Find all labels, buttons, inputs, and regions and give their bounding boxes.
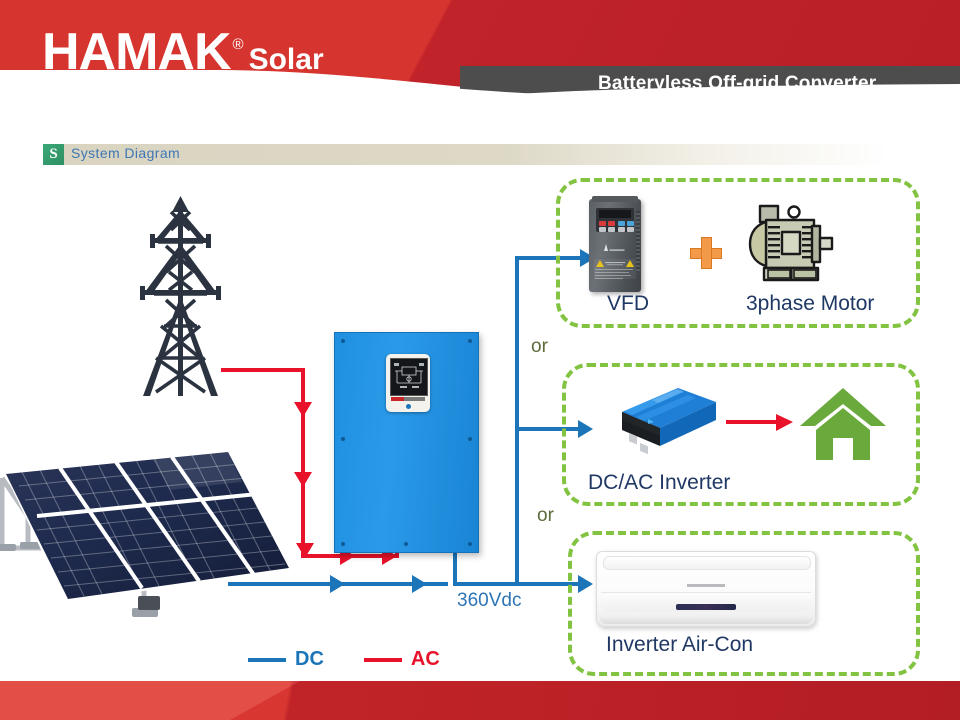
or-label-top: or — [531, 336, 548, 357]
ac-wire-top-horizontal — [221, 368, 305, 372]
brand-logo: HAMAK ® Solar — [42, 26, 324, 78]
dc-output-drop — [453, 548, 457, 586]
converter-screen — [390, 358, 428, 396]
dc-arrow-right-input-2 — [412, 575, 427, 593]
dc-branch-inverter — [515, 427, 579, 431]
label-dc-ac-inverter: DC/AC Inverter — [588, 471, 731, 494]
legend-dc-label: DC — [295, 648, 324, 670]
vfd-button-gray[interactable] — [608, 227, 615, 232]
bus-voltage-label: 360Vdc — [457, 590, 522, 611]
vfd-warning-text — [605, 262, 625, 266]
legend: DC AC — [248, 648, 440, 671]
plus-icon — [690, 237, 722, 269]
dc-arrow-inverter — [578, 420, 593, 438]
ac-output-arrow-to-house — [726, 414, 793, 431]
vfd-vent — [636, 211, 640, 271]
vfd-button-gray[interactable] — [618, 227, 625, 232]
cabinet-screw — [341, 339, 345, 343]
vfd-brand-logo-icon — [604, 239, 626, 251]
ac-arrow-down-3 — [296, 543, 314, 558]
ac-wire-vertical — [301, 368, 305, 558]
vfd-label-lines — [595, 269, 635, 279]
label-three-phase-motor: 3phase Motor — [746, 292, 875, 315]
split-air-conditioner-icon — [596, 551, 816, 627]
section-badge-letter: S — [49, 146, 58, 162]
cabinet-screw — [468, 339, 472, 343]
output-group-vfd — [556, 178, 920, 328]
vfd-button-red[interactable] — [608, 221, 615, 226]
cabinet-screw — [341, 542, 345, 546]
footer-diagonal-decoration — [0, 681, 960, 720]
vfd-warning-area — [594, 259, 636, 279]
ac-arrow-down-2 — [294, 472, 312, 487]
output-group-aircon — [568, 531, 920, 676]
cabinet-screw — [341, 437, 345, 441]
output-group-inverter — [562, 363, 920, 506]
dc-bus-vertical — [515, 256, 519, 586]
dc-output-to-bus — [453, 582, 519, 586]
dc-ac-inverter-icon — [612, 386, 722, 456]
vfd-button-red[interactable] — [599, 221, 606, 226]
section-header-bar — [43, 144, 888, 165]
converter-brand-strip — [391, 397, 425, 401]
status-led-icon — [406, 404, 411, 409]
dc-branch-aircon — [515, 582, 579, 586]
cabinet-screw — [468, 542, 472, 546]
dc-arrow-aircon — [578, 575, 593, 593]
page-title: Batteryless Off-grid Converter — [598, 73, 877, 94]
aircon-bottom-louver — [599, 616, 813, 624]
vfd-button-gray[interactable] — [627, 227, 634, 232]
section-title: System Diagram — [71, 145, 181, 161]
dc-arrow-vfd — [580, 249, 595, 267]
three-phase-motor-icon — [738, 200, 834, 290]
solar-panel-icon — [0, 420, 302, 625]
ac-arrow-down-1 — [294, 402, 312, 417]
house-icon — [800, 386, 886, 460]
vfd-button-blue[interactable] — [627, 221, 634, 226]
legend-ac-label: AC — [410, 648, 440, 670]
transmission-tower-icon — [128, 196, 233, 396]
warning-triangle-icon — [596, 260, 604, 267]
header-white-curve — [0, 76, 960, 118]
aircon-display-strip — [676, 604, 736, 610]
vfd-button-gray[interactable] — [599, 227, 606, 232]
legend-ac-line-icon — [363, 657, 402, 662]
vfd-display — [599, 210, 631, 218]
or-label-bottom: or — [537, 505, 554, 526]
label-inverter-aircon: Inverter Air-Con — [606, 633, 754, 656]
converter-display-panel[interactable] — [386, 354, 430, 412]
dc-branch-vfd — [515, 256, 583, 260]
label-vfd: VFD — [607, 292, 649, 315]
vfd-top-cap — [592, 196, 638, 202]
page-header: HAMAK ® Solar Batteryless Off-grid Conve… — [0, 0, 960, 118]
aircon-front-panel — [601, 592, 811, 611]
registered-trademark-icon: ® — [232, 36, 244, 53]
vfd-button-blue[interactable] — [618, 221, 625, 226]
aircon-brand-logo — [687, 584, 725, 587]
warning-triangle-icon — [626, 260, 634, 267]
converter-cabinet-icon — [334, 332, 479, 553]
cabinet-screw — [404, 542, 408, 546]
aircon-top-grille — [603, 556, 811, 570]
legend-dc-line-icon — [248, 657, 286, 662]
vfd-drive-icon — [589, 196, 641, 292]
dc-arrow-right-input — [330, 575, 345, 593]
section-badge-icon: S — [43, 144, 64, 165]
cabinet-screw — [468, 437, 472, 441]
page-footer — [0, 681, 960, 720]
logo-wordmark: HAMAK — [42, 23, 232, 81]
vfd-keypad — [596, 208, 634, 232]
logo-subtext: Solar — [248, 43, 324, 76]
